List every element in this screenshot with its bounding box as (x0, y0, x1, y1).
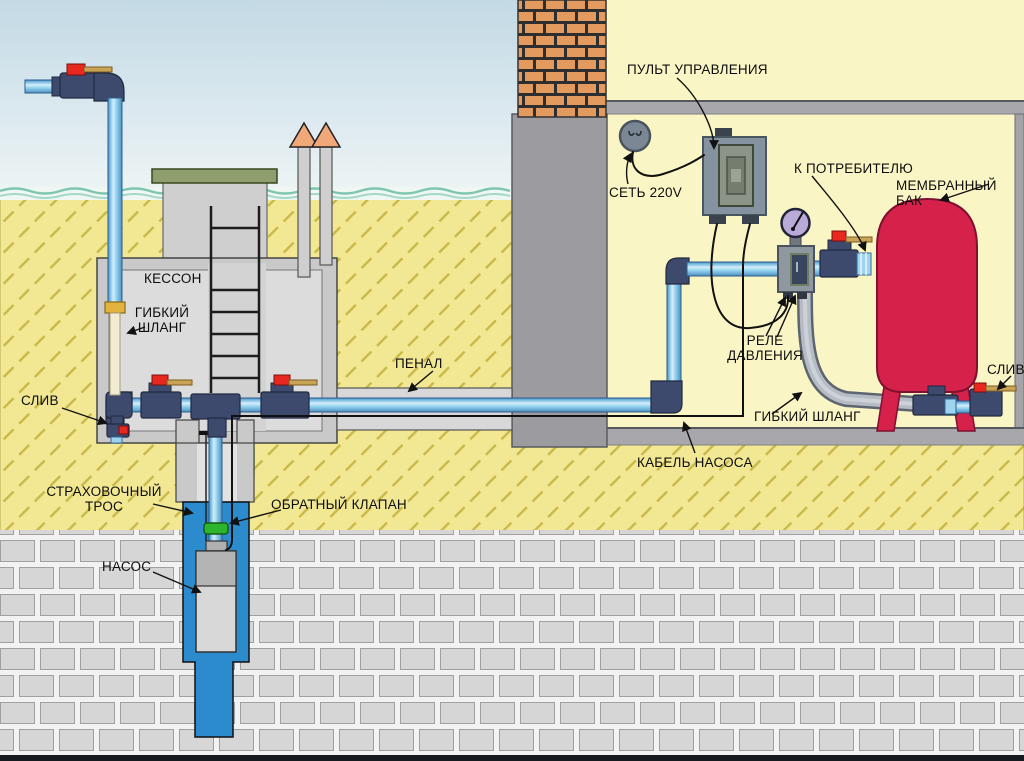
label-mains-220v: СЕТЬ 220V (609, 185, 682, 200)
ball-valve-icon (260, 374, 318, 419)
annotation-arrows (61, 77, 1012, 594)
vent-pipes (288, 121, 342, 278)
label-pump: НАСОС (102, 559, 152, 574)
hose-coupling (104, 301, 126, 314)
caisson-fittings (105, 374, 318, 444)
label-flexible-hose-caisson: ГИБКИЙ ШЛАНГ (134, 305, 190, 335)
switch-wire (710, 223, 790, 330)
elbow-lower (650, 380, 683, 414)
ceiling-band (605, 100, 1024, 115)
bottom-border (0, 755, 1024, 761)
wires (225, 151, 790, 551)
pump-cable (225, 223, 751, 551)
label-pump-cable: КАБЕЛЬ НАСОСА (637, 455, 753, 470)
check-valve-icon (203, 522, 229, 535)
outdoor-tap (24, 63, 125, 102)
control-panel-box (702, 128, 767, 224)
brick-chimney (517, 0, 607, 118)
ground-bricks (0, 530, 1024, 758)
ladder (209, 206, 261, 393)
right-wall (1014, 113, 1024, 429)
hatch-lid (151, 168, 278, 184)
outlet-wire (631, 151, 705, 177)
flexible-hose-house (797, 287, 917, 412)
vent-cap-icon (288, 121, 320, 148)
label-control-panel: ПУЛЬТ УПРАВЛЕНИЯ (627, 62, 768, 77)
pressure-gauge-icon (780, 207, 811, 239)
pressure-switch (777, 235, 815, 299)
label-membrane-tank: МЕМБРАННЫЙ БАК (896, 178, 997, 208)
hatch-neck (162, 181, 268, 263)
tee-fitting (190, 393, 241, 438)
label-pressure-switch: РЕЛЕ ДАВЛЕНИЯ (727, 333, 803, 363)
safety-rope-anchor (199, 431, 212, 435)
submersible-pump (195, 540, 237, 653)
flexible-hose-caisson (109, 312, 121, 396)
consumer-valve (819, 230, 873, 278)
elbow-upper (665, 257, 690, 285)
membrane-tank (876, 197, 1017, 432)
label-to-consumer: К ПОТРЕБИТЕЛЮ (794, 161, 913, 176)
supply-pipe-vertical (104, 97, 126, 396)
ball-valve-icon (140, 374, 193, 419)
label-drain-tank: СЛИВ (987, 362, 1024, 377)
label-flexible-hose-house: ГИБКИЙ ШЛАНГ (754, 409, 861, 424)
label-check-valve: ОБРАТНЫЙ КЛАПАН (271, 497, 407, 512)
label-conduit: ПЕНАЛ (395, 356, 443, 371)
vent-cap-icon (310, 121, 342, 148)
label-safety-rope: СТРАХОВОЧНЫЙ ТРОС (46, 484, 162, 514)
label-drain-caisson: СЛИВ (21, 393, 59, 408)
label-caisson: КЕССОН (144, 271, 202, 286)
basement-floor (605, 427, 1024, 446)
power-outlet-icon (618, 119, 652, 153)
sky (0, 0, 518, 200)
foundation-wall (511, 113, 608, 448)
caisson-drain-valve (106, 415, 130, 444)
